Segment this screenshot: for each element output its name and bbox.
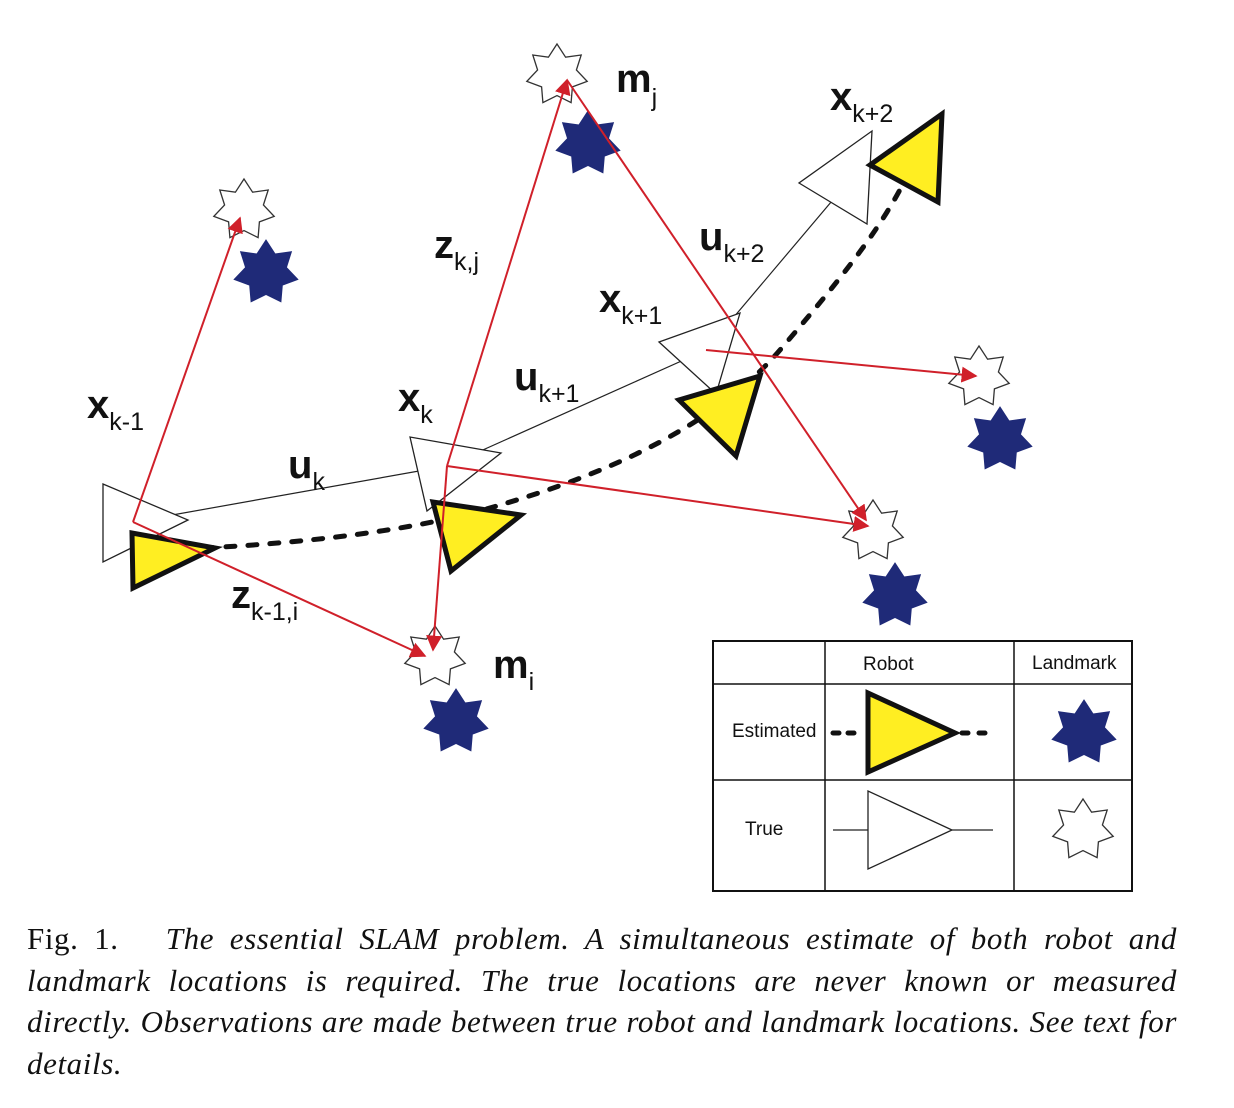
control-line-ukp1 — [446, 349, 707, 467]
label-u-k: uk — [288, 443, 325, 496]
labels: xk-1 xk xk+1 xk+2 uk uk+1 uk+2 zk,j zk-1… — [87, 57, 893, 696]
label-m-i: mi — [493, 643, 534, 696]
estimated-landmark-left — [233, 239, 299, 303]
observation-xk-mj — [446, 78, 571, 467]
label-u-kp1: uk+1 — [514, 355, 579, 408]
label-u-kp2: uk+2 — [699, 215, 764, 268]
legend-col-landmark: Landmark — [1032, 653, 1117, 674]
label-z-kj: zk,j — [434, 223, 479, 276]
legend-border — [712, 640, 1133, 892]
observation-xkm1-landmark-left — [132, 216, 243, 523]
estimated-path — [157, 177, 908, 553]
estimated-robot-k-2 — [865, 109, 945, 207]
estimated-landmark-top — [555, 110, 621, 174]
estimated-landmarks — [233, 110, 1033, 752]
legend-row-true: True — [745, 819, 783, 840]
estimated-landmark-right — [967, 406, 1033, 470]
observation-xkp1-right-landmark — [705, 349, 978, 383]
observation-xk-mi — [426, 465, 448, 652]
figure-caption: Fig. 1. The essential SLAM problem. A si… — [27, 918, 1177, 1084]
label-m-j: mj — [616, 57, 657, 112]
true-landmarks — [212, 42, 1011, 686]
caption-figure-number: Fig. 1. — [27, 921, 119, 956]
observation-xk-mid-landmark — [446, 465, 870, 532]
estimated-landmark-mid — [862, 562, 928, 626]
legend-estimated-landmark — [1051, 699, 1117, 763]
true-robot-x-k — [409, 436, 503, 513]
observation-mj-mid-landmark — [566, 79, 867, 522]
legend-true-robot — [867, 789, 954, 871]
true-landmark-mid — [841, 498, 905, 560]
legend-estimated-robot — [865, 689, 962, 776]
legend-table: Robot Landmark Estimated True — [712, 640, 1133, 892]
true-robot-poses — [102, 129, 873, 564]
legend-col-robot: Robot — [863, 654, 914, 675]
label-x-km1: xk-1 — [87, 383, 144, 436]
legend-true-landmark — [1051, 797, 1115, 859]
true-landmark-mi — [403, 624, 467, 686]
estimated-robot-poses — [129, 109, 945, 592]
true-robot-x-kp1 — [657, 311, 741, 396]
label-x-kp2: xk+2 — [830, 75, 893, 128]
caption-text: The essential SLAM problem. A simultaneo… — [27, 921, 1177, 1081]
estimated-landmark-mi — [423, 688, 489, 752]
control-line-uk — [132, 465, 448, 523]
label-x-kp1: xk+1 — [599, 277, 662, 330]
true-landmark-left — [212, 177, 276, 239]
observation-arrows — [132, 78, 978, 658]
estimated-robot-k-1-next — [674, 372, 764, 461]
true-landmark-right — [947, 344, 1011, 406]
true-robot-x-kp2 — [797, 129, 873, 226]
slam-diagram: xk-1 xk xk+1 xk+2 uk uk+1 uk+2 zk,j zk-1… — [87, 42, 1133, 892]
label-z-km1i: zk-1,i — [231, 573, 298, 626]
label-x-k: xk — [398, 376, 433, 429]
observation-xkm1-mi — [132, 521, 427, 658]
estimated-robot-k — [429, 498, 528, 576]
legend-row-estimated: Estimated — [732, 721, 816, 742]
true-landmark-top — [525, 42, 589, 104]
